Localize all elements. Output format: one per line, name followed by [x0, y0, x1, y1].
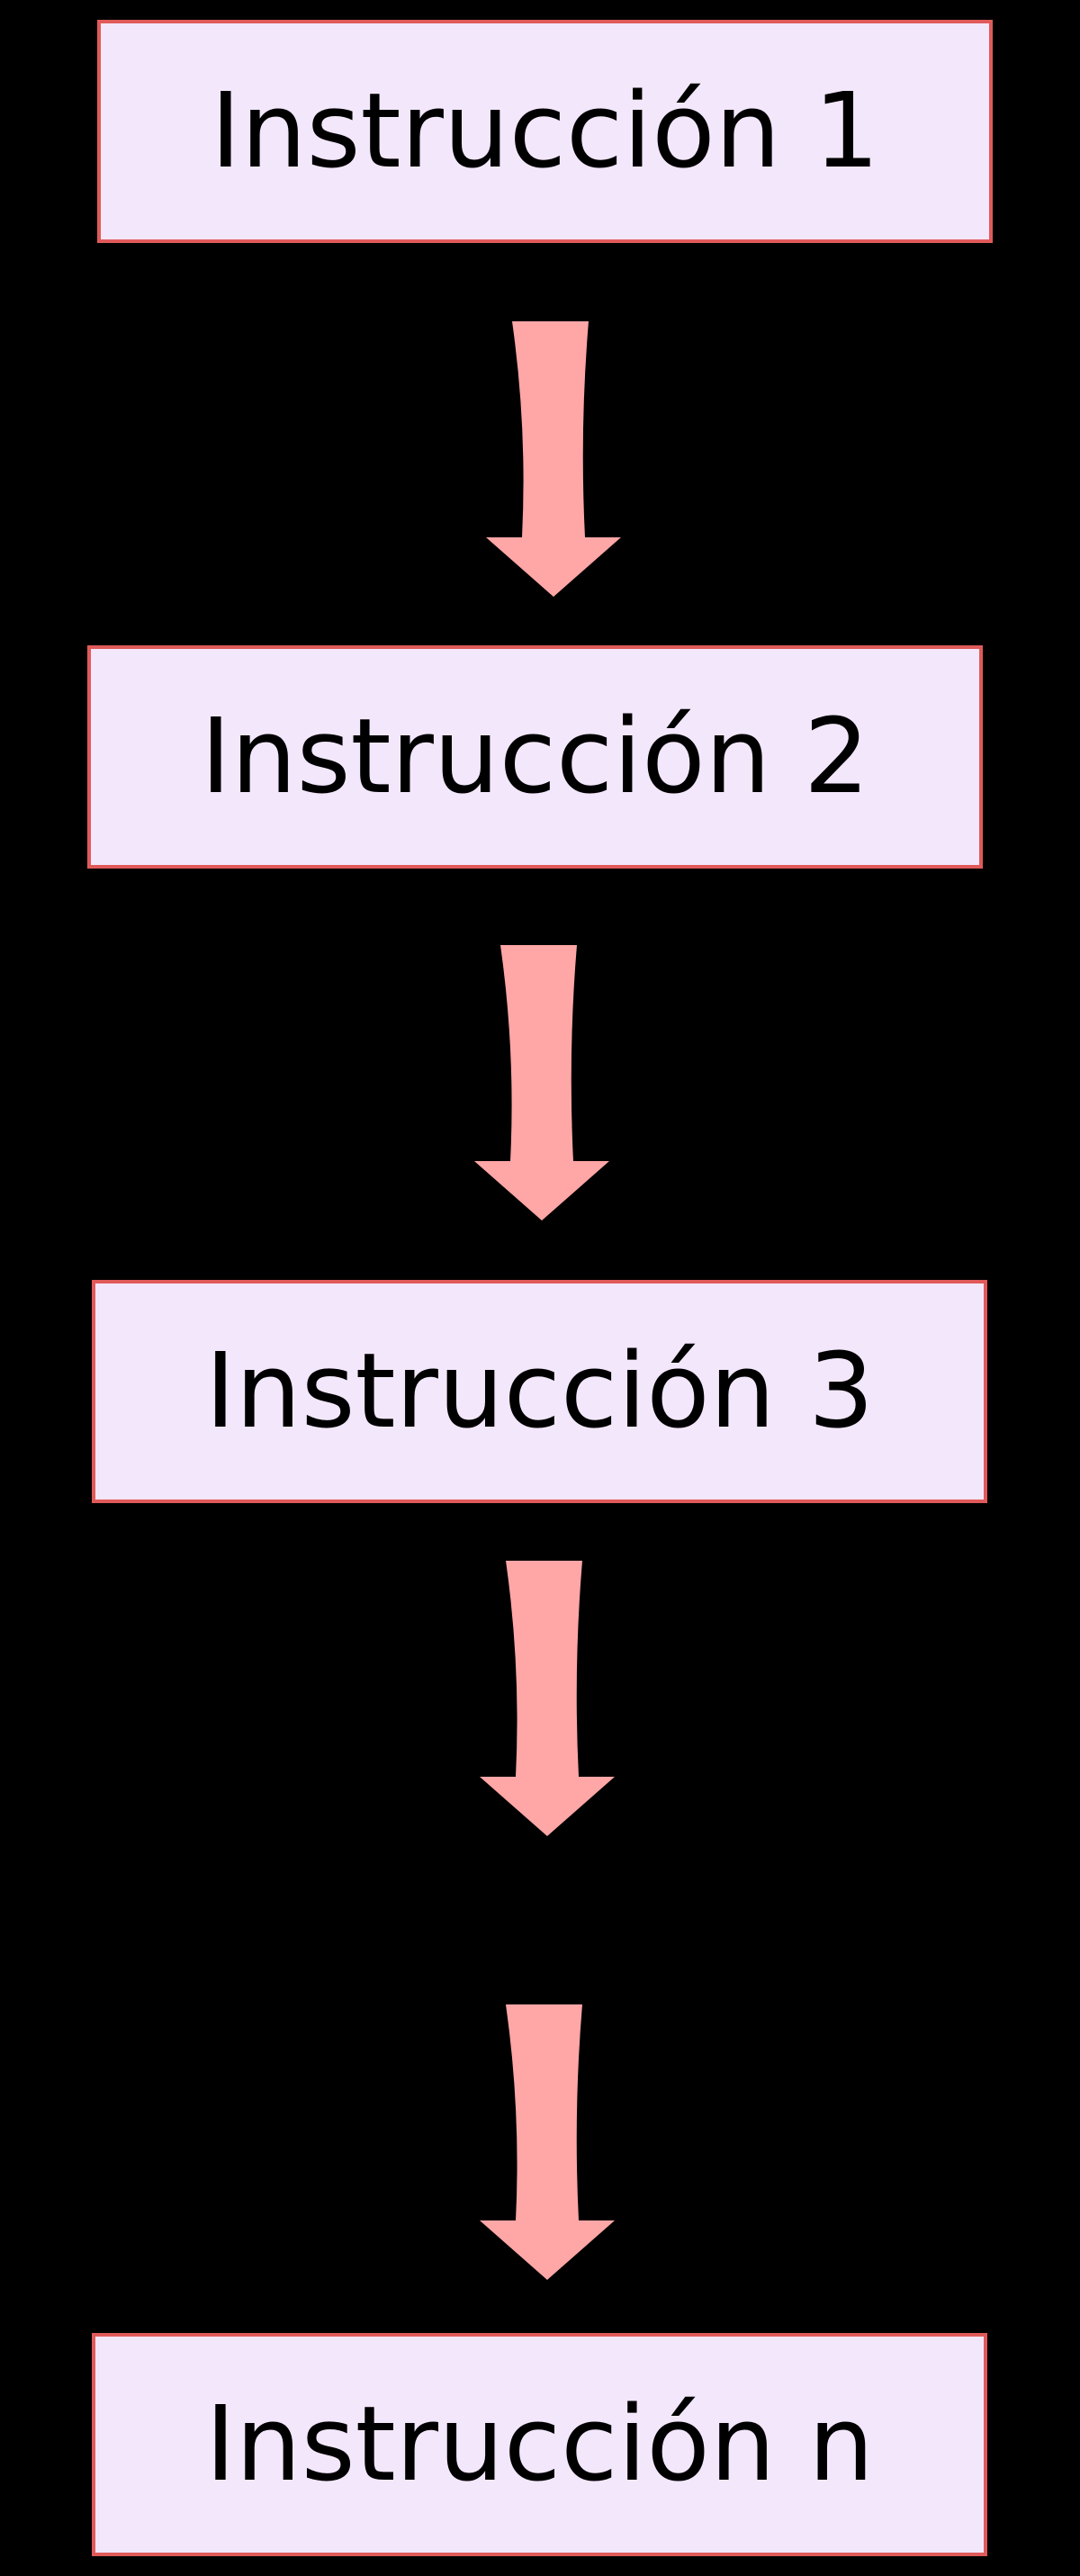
step-label: Instrucción 3 [204, 1331, 875, 1452]
step-label: Instrucción n [204, 2384, 875, 2505]
step-box-1: Instrucción 1 [97, 20, 993, 243]
down-arrow-icon [486, 321, 621, 597]
down-arrow-icon [474, 945, 609, 1220]
step-box-2: Instrucción 2 [87, 645, 983, 869]
step-box-3: Instrucción 3 [92, 1280, 987, 1503]
down-arrow-icon [480, 2004, 615, 2280]
down-arrow-icon [480, 1561, 615, 1836]
step-box-n: Instrucción n [92, 2333, 987, 2556]
step-label: Instrucción 1 [210, 71, 880, 192]
step-label: Instrucción 2 [200, 697, 870, 817]
